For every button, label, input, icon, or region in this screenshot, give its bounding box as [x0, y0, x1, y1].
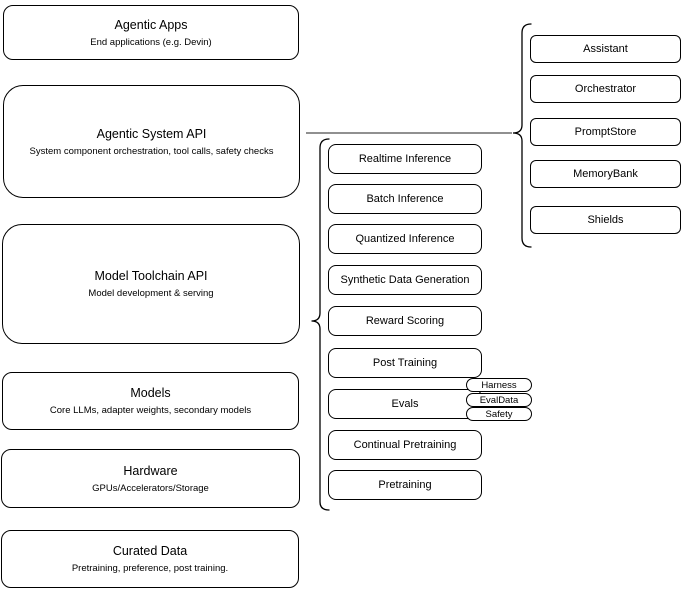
box-title: Curated Data [112, 544, 188, 558]
box-promptstore: PromptStore [530, 118, 681, 146]
box-label: Orchestrator [574, 83, 637, 95]
box-shields: Shields [530, 206, 681, 234]
box-label: Quantized Inference [355, 233, 455, 245]
box-title: Agentic System API [96, 126, 207, 141]
box-label: Post Training [372, 357, 438, 369]
box-label: Assistant [583, 43, 628, 55]
box-label: Reward Scoring [365, 315, 445, 327]
box-title: Hardware [123, 463, 178, 478]
box-title: Models [130, 386, 171, 400]
pill-label: EvalData [479, 394, 519, 406]
box-label: PromptStore [574, 126, 637, 138]
box-subtitle: End applications (e.g. Devin) [90, 36, 212, 48]
box-label: Pretraining [378, 479, 432, 491]
pill-label: Safety [485, 408, 513, 420]
box-quantized-inference: Quantized Inference [328, 224, 482, 254]
box-memorybank: MemoryBank [530, 160, 681, 188]
box-label: Synthetic Data Generation [340, 274, 470, 286]
box-post-training: Post Training [328, 348, 482, 378]
box-agentic-system-api: Agentic System API System component orch… [3, 85, 300, 198]
box-curated-data: Curated Data Pretraining, preference, po… [1, 530, 299, 588]
pill-safety: Safety [466, 407, 532, 421]
box-label: Evals [391, 398, 419, 410]
box-title: Model Toolchain API [94, 269, 208, 283]
box-label: Realtime Inference [358, 153, 452, 165]
box-evals: Evals [328, 389, 482, 419]
box-orchestrator: Orchestrator [530, 75, 681, 103]
box-subtitle: Core LLMs, adapter weights, secondary mo… [49, 405, 252, 416]
toolchain-brace [311, 138, 330, 511]
box-agentic-apps: Agentic Apps End applications (e.g. Devi… [3, 5, 299, 60]
box-subtitle: Model development & serving [88, 288, 214, 299]
box-pretraining: Pretraining [328, 470, 482, 500]
system-brace [512, 23, 532, 248]
box-synthetic-data-generation: Synthetic Data Generation [328, 265, 482, 295]
box-models: Models Core LLMs, adapter weights, secon… [2, 372, 299, 430]
box-hardware: Hardware GPUs/Accelerators/Storage [1, 449, 300, 508]
box-batch-inference: Batch Inference [328, 184, 482, 214]
box-label: MemoryBank [573, 168, 638, 180]
pill-label: Harness [481, 379, 517, 391]
box-subtitle: System component orchestration, tool cal… [29, 145, 274, 157]
box-title: Agentic Apps [114, 17, 188, 32]
pill-harness: Harness [466, 378, 532, 392]
box-reward-scoring: Reward Scoring [328, 306, 482, 336]
box-label: Continual Pretraining [353, 439, 457, 451]
box-subtitle: GPUs/Accelerators/Storage [92, 482, 209, 494]
box-label: Shields [587, 214, 624, 226]
box-realtime-inference: Realtime Inference [328, 144, 482, 174]
box-continual-pretraining: Continual Pretraining [328, 430, 482, 460]
box-subtitle: Pretraining, preference, post training. [71, 563, 229, 574]
box-assistant: Assistant [530, 35, 681, 63]
pill-evaldata: EvalData [466, 393, 532, 407]
box-model-toolchain-api: Model Toolchain API Model development & … [2, 224, 300, 344]
box-label: Batch Inference [366, 193, 444, 205]
